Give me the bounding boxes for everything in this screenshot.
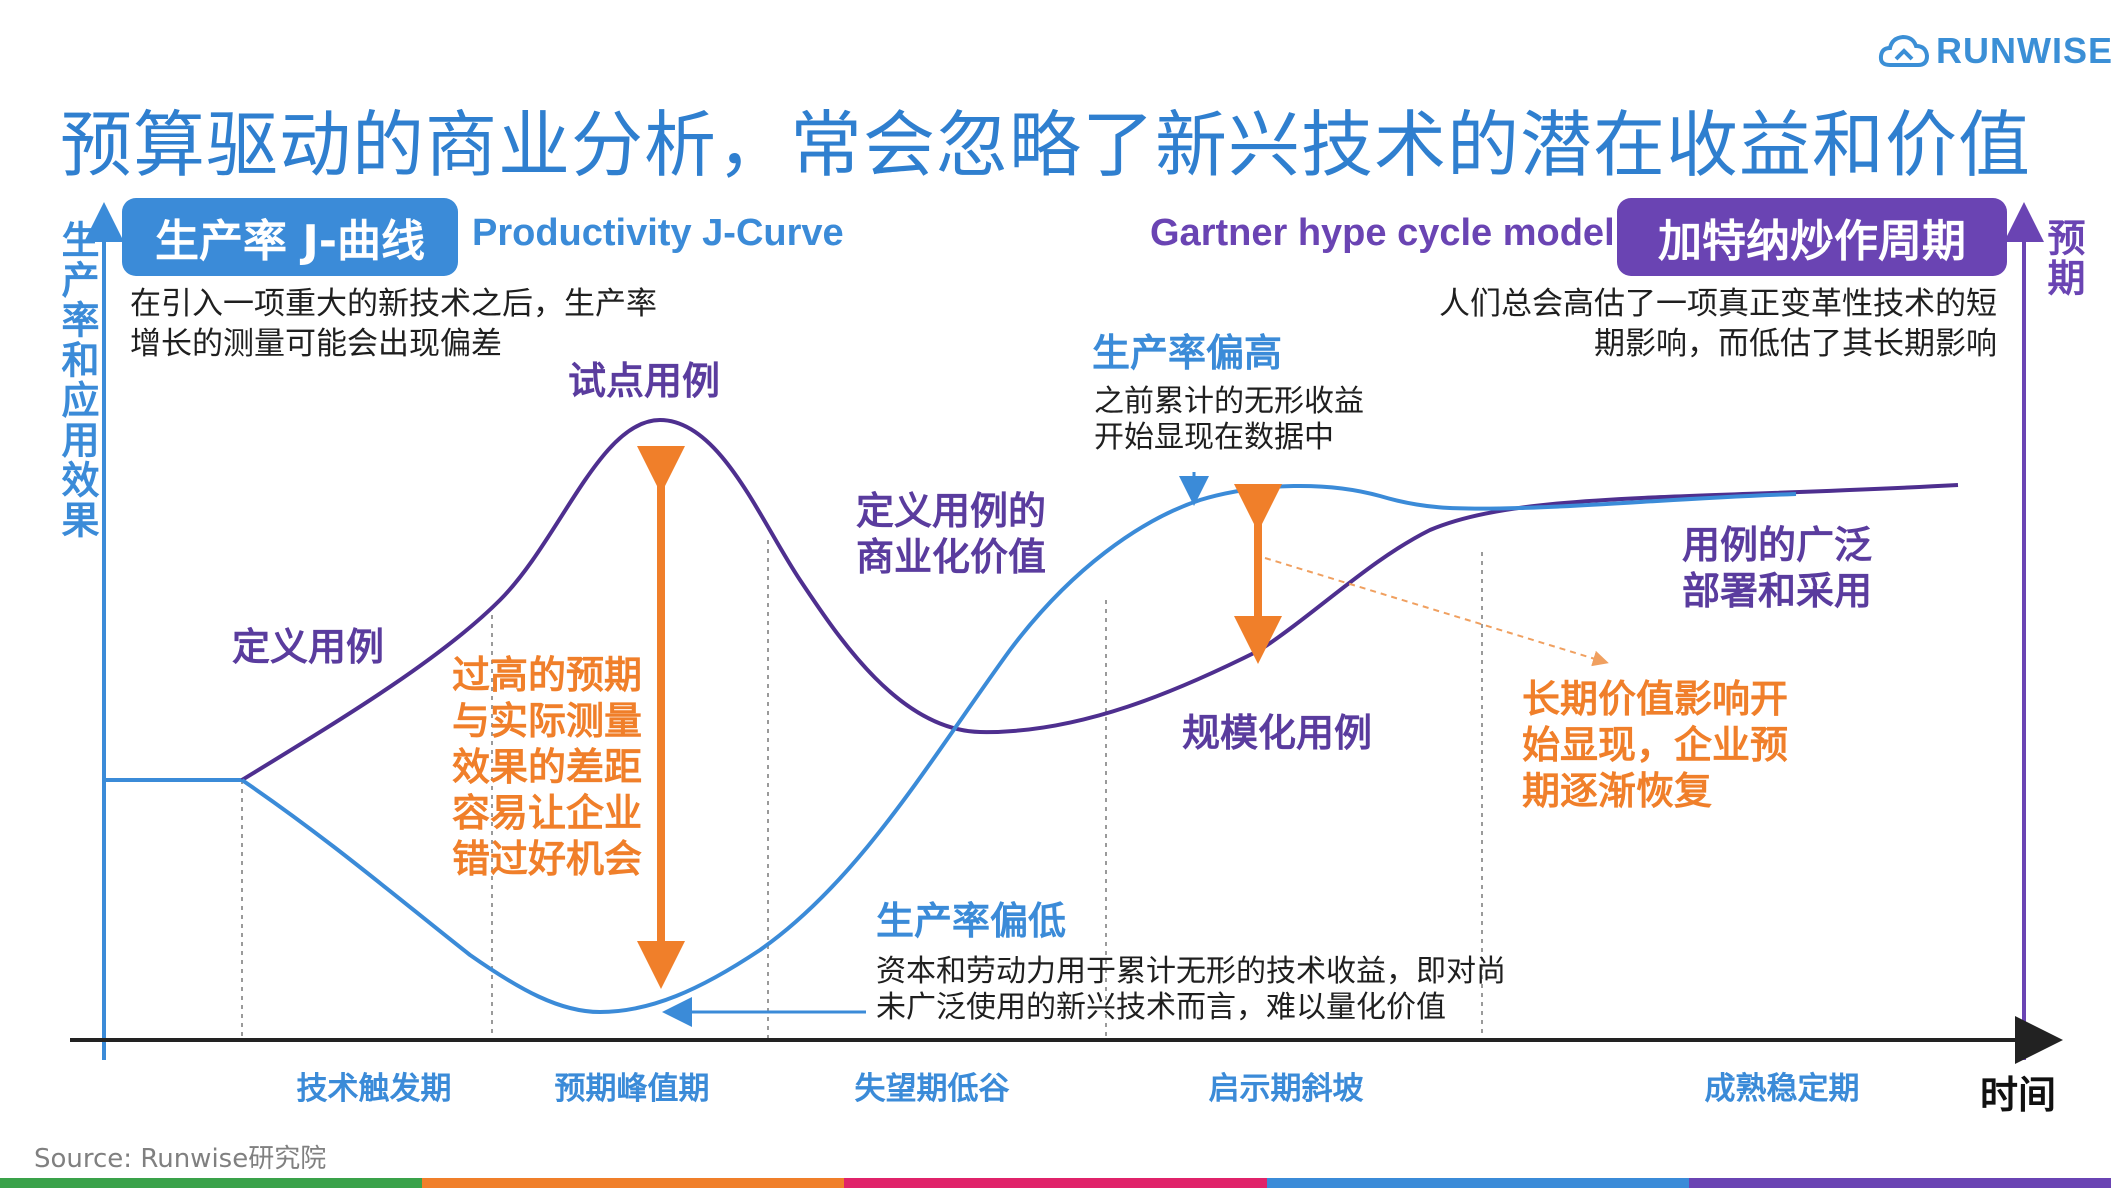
label-productivity-high: 生产率偏高 [1092,331,1283,375]
broad-adoption-line1: 用例的广泛 [1682,523,1873,567]
j-curve [240,484,1797,1015]
x-axis-label: 时间 [1980,1073,2057,1117]
hype-cycle-curve [240,417,1959,782]
commercial-value-line1: 定义用例的 [856,489,1047,533]
gap-line-1: 过高的预期 [452,653,643,697]
productivity-high-description: 之前累计的无形收益 开始显现在数据中 [1094,384,1364,456]
j-curve-desc-line2: 增长的测量可能会出现偏差 [130,326,502,362]
productivity-high-desc1: 之前累计的无形收益 [1094,384,1364,419]
j-curve-english: Productivity J-Curve [472,212,844,254]
gap-line-4: 容易让企业 [452,791,643,835]
phase-trough-disillusionment: 失望期低谷 [854,1071,1010,1107]
broad-adoption-line2: 部署和采用 [1682,569,1873,613]
productivity-high-desc2: 开始显现在数据中 [1094,420,1334,455]
runwise-logo: RUNWISE [1878,26,2111,76]
bar-segment-blue [1266,1178,1689,1188]
phase-tech-trigger: 技术触发期 [296,1071,452,1107]
long-term-line-1: 长期价值影响开 [1522,677,1789,721]
commercial-value-line2: 商业化价值 [856,535,1047,579]
hype-cycle-desc-line2: 期影响，而低估了其长期影响 [1594,326,1997,362]
long-term-line-2: 始显现，企业预 [1522,723,1789,767]
j-curve-description: 在引入一项重大的新技术之后，生产率 增长的测量可能会出现偏差 [130,284,657,364]
label-scale-use-case: 规模化用例 [1182,711,1373,755]
long-term-pointer [1264,557,1609,667]
productivity-low-desc2: 未广泛使用的新兴技术而言，难以量化价值 [876,990,1446,1025]
label-productivity-low: 生产率偏低 [876,899,1067,943]
page-title: 预算驱动的商业分析，常会忽略了新兴技术的潜在收益和价值 [60,103,2032,187]
label-pilot-use-case: 试点用例 [568,359,721,403]
gap-line-3: 效果的差距 [452,745,643,789]
hype-cycle-english: Gartner hype cycle model [1150,212,1615,254]
productivity-low-desc1: 资本和劳动力用于累计无形的技术收益，即对尚 [876,954,1506,989]
bottom-color-bar [0,1178,2111,1188]
j-curve-pill: 生产率 J-曲线 [122,198,458,276]
label-broad-adoption: 用例的广泛 部署和采用 [1682,522,1872,614]
phase-dividers [241,540,1483,1038]
bar-segment-orange [422,1178,845,1188]
phase-peak-expectations: 预期峰值期 [554,1071,710,1107]
bar-segment-purple [1688,1178,2111,1188]
gap-line-5: 错过好机会 [452,837,643,881]
j-curve-desc-line1: 在引入一项重大的新技术之后，生产率 [130,286,657,322]
cloud-logo-icon [1878,34,1930,67]
hype-cycle-desc-line1: 人们总会高估了一项真正变革性技术的短 [1439,286,1997,322]
phase-plateau-productivity: 成熟稳定期 [1704,1071,1860,1107]
source-note: Source: Runwise研究院 [34,1144,327,1174]
bar-segment-pink [844,1178,1267,1188]
productivity-low-description: 资本和劳动力用于累计无形的技术收益，即对尚 未广泛使用的新兴技术而言，难以量化价… [876,954,1506,1026]
label-define-use-case: 定义用例 [232,625,385,669]
phase-slope-enlightenment: 启示期斜坡 [1208,1071,1364,1107]
y-axis-left-label: 生产率和应用效果 [55,220,99,540]
y-axis-right-label: 预期 [2041,218,2085,298]
brand-name: RUNWISE [1936,30,2111,71]
bar-segment-green [0,1178,423,1188]
label-long-term-value: 长期价值影响开 始显现，企业预 期逐渐恢复 [1522,676,1788,814]
hype-cycle-pill: 加特纳炒作周期 [1617,198,2007,276]
label-expectation-gap: 过高的预期 与实际测量 效果的差距 容易让企业 错过好机会 [452,652,642,882]
hype-cycle-description: 人们总会高估了一项真正变革性技术的短 期影响，而低估了其长期影响 [1439,284,1997,364]
long-term-line-3: 期逐渐恢复 [1522,769,1713,813]
gap-line-2: 与实际测量 [452,699,643,743]
label-commercial-value: 定义用例的 商业化价值 [856,488,1046,580]
